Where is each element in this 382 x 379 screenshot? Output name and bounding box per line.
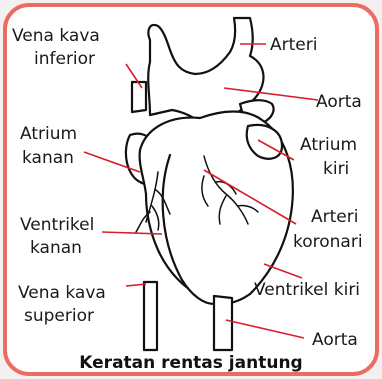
label-arteri: Arteri: [270, 35, 317, 55]
label-atrium-kiri-2: kiri: [323, 159, 349, 179]
label-ventrikel-kanan-1: Ventrikel: [20, 215, 94, 235]
label-vena-kava-inferior-2: inferior: [34, 49, 95, 69]
label-arteri-koronari-2: koronari: [293, 232, 363, 252]
label-vena-kava-superior-1: Vena kava: [18, 283, 106, 303]
label-ventrikel-kanan-2: kanan: [30, 238, 82, 258]
label-aorta-bottom: Aorta: [312, 330, 358, 350]
label-atrium-kiri-1: Atrium: [300, 135, 357, 155]
superior-vessel: [132, 82, 146, 112]
label-atrium-kanan-2: kanan: [22, 148, 74, 168]
label-atrium-kanan-1: Atrium: [20, 124, 77, 144]
heart-illustration: [126, 18, 293, 350]
diagram-title: Keratan rentas jantung: [79, 353, 302, 373]
label-ventrikel-kiri: Ventrikel kiri: [254, 280, 360, 300]
label-vena-kava-superior-2: superior: [24, 306, 94, 326]
aorta-bottom-vessel: [214, 296, 232, 350]
label-aorta-top: Aorta: [316, 92, 362, 112]
label-arteri-koronari-1: Arteri: [311, 207, 358, 227]
inferior-vessel-bottom: [144, 282, 157, 350]
label-vena-kava-inferior-1: Vena kava: [12, 26, 100, 46]
